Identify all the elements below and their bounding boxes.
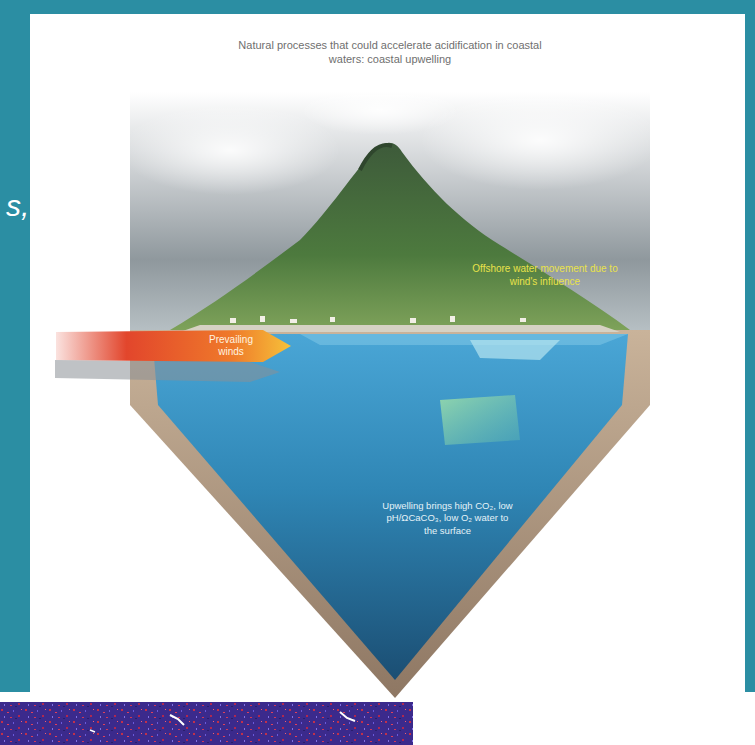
upwelling-label: Upwelling brings high CO₂, low pH/ΩCaCO₃…	[380, 500, 515, 537]
diagram-title: Natural processes that could accelerate …	[230, 38, 550, 66]
wind-label: Prevailing winds	[201, 334, 261, 358]
frame-text-fragment: s,	[6, 186, 46, 225]
wind-arrow: Prevailing winds	[56, 326, 291, 366]
arrow-outline	[56, 326, 291, 366]
offshore-label: Offshore water movement due to wind's in…	[470, 262, 620, 288]
